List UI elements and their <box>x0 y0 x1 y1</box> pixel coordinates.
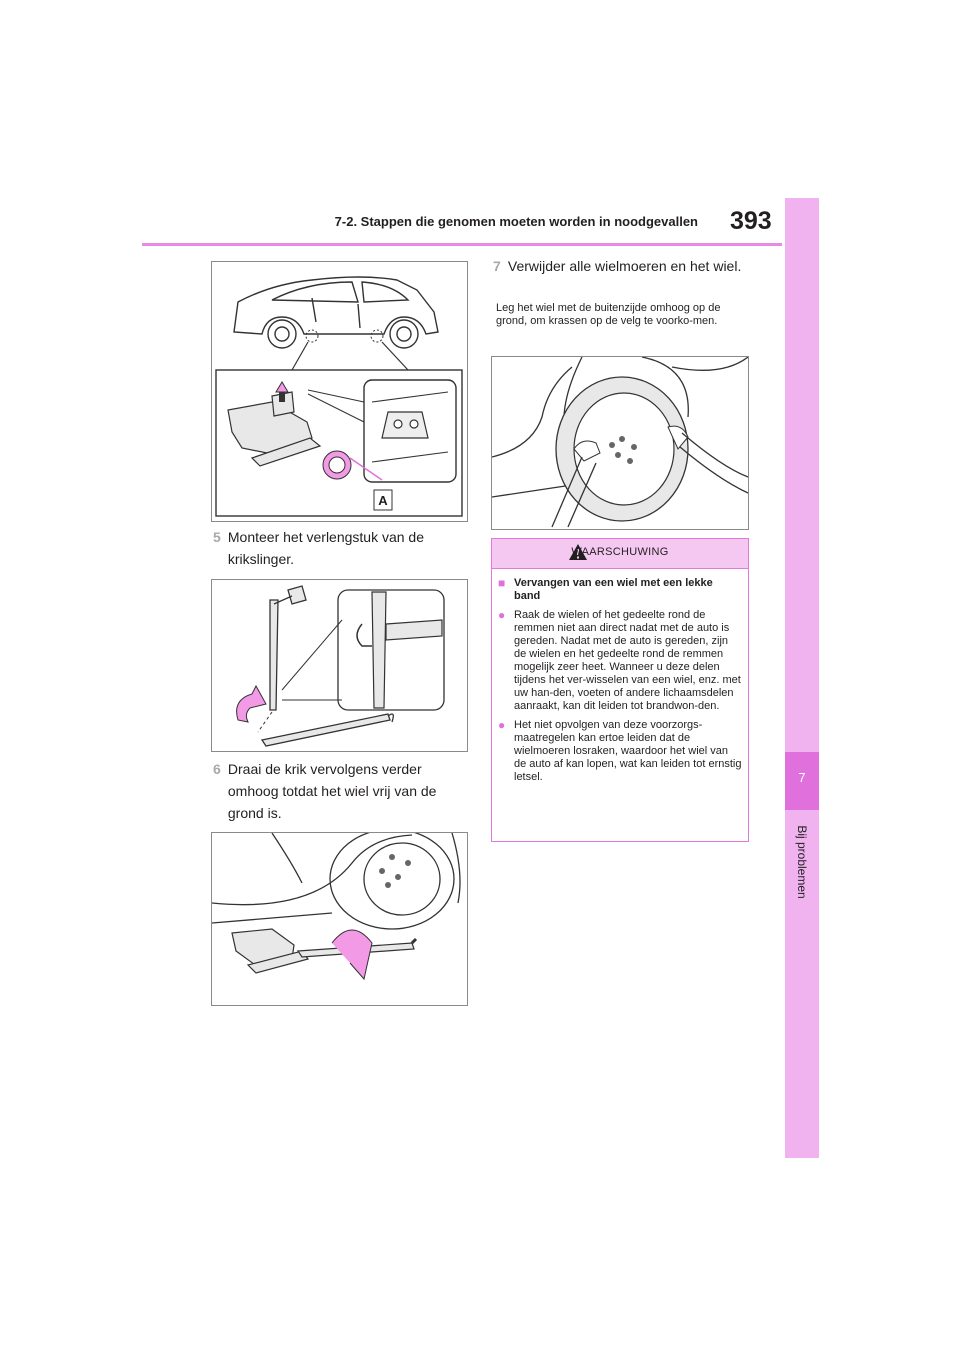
step-5: 5 Monteer het verlengstuk van de kriksli… <box>213 526 463 570</box>
section-title: 7-2. Stappen die genomen moeten worden i… <box>334 214 698 229</box>
raise-jack-illustration <box>212 833 461 981</box>
side-tab <box>785 198 819 1158</box>
warning-bullet-text: Raak de wielen of het gedeelte rond de r… <box>514 609 741 712</box>
figure-jack-points: A <box>211 261 468 522</box>
step-7: 7 Verwijder alle wielmoeren en het wiel. <box>493 255 743 277</box>
figure-label-a: A <box>378 493 388 508</box>
circle-bullet-icon: ● <box>498 608 506 622</box>
jack-handle-illustration <box>236 585 445 747</box>
step-number: 7 <box>493 258 501 274</box>
step-text: Verwijder alle wielmoeren en het wiel. <box>507 258 742 274</box>
chapter-number: 7 <box>798 770 806 785</box>
warning-header: WAARSCHUWING <box>492 539 748 569</box>
chapter-title: Bij problemen <box>795 825 809 899</box>
step-text: Monteer het verlengstuk van de kriksling… <box>227 529 425 567</box>
chapter-marker <box>785 752 819 810</box>
remove-wheel-illustration <box>492 357 748 528</box>
step-7-note: Leg het wiel met de buitenzijde omhoog o… <box>496 302 721 327</box>
warning-bullet-text: Het niet opvolgen van deze voorzorgs-maa… <box>514 719 742 783</box>
circle-bullet-icon: ● <box>498 718 506 732</box>
square-bullet-icon: ■ <box>498 576 506 590</box>
warning-box: WAARSCHUWING ■ Vervangen van een wiel me… <box>491 538 749 842</box>
header-rule <box>142 243 782 246</box>
step-text: Draai de krik vervolgens verder omhoog t… <box>227 761 437 821</box>
warning-icon <box>569 544 587 560</box>
page-number: 393 <box>730 207 772 235</box>
figure-remove-wheel <box>491 356 749 530</box>
warning-bullet: ● Het niet opvolgen van deze voorzorgs-m… <box>498 719 742 784</box>
car-jack-illustration: A <box>215 276 463 517</box>
step-number: 5 <box>213 529 221 545</box>
warning-subheading-row: ■ Vervangen van een wiel met een lekke b… <box>498 577 742 603</box>
warning-bullet: ● Raak de wielen of het gedeelte rond de… <box>498 609 742 713</box>
figure-handle-extension <box>211 579 468 752</box>
figure-raise-jack <box>211 832 468 1006</box>
warning-subheading: Vervangen van een wiel met een lekke ban… <box>514 577 713 602</box>
step-6: 6 Draai de krik vervolgens verder omhoog… <box>213 758 463 824</box>
warning-title: WAARSCHUWING <box>571 546 669 558</box>
step-number: 6 <box>213 761 221 777</box>
